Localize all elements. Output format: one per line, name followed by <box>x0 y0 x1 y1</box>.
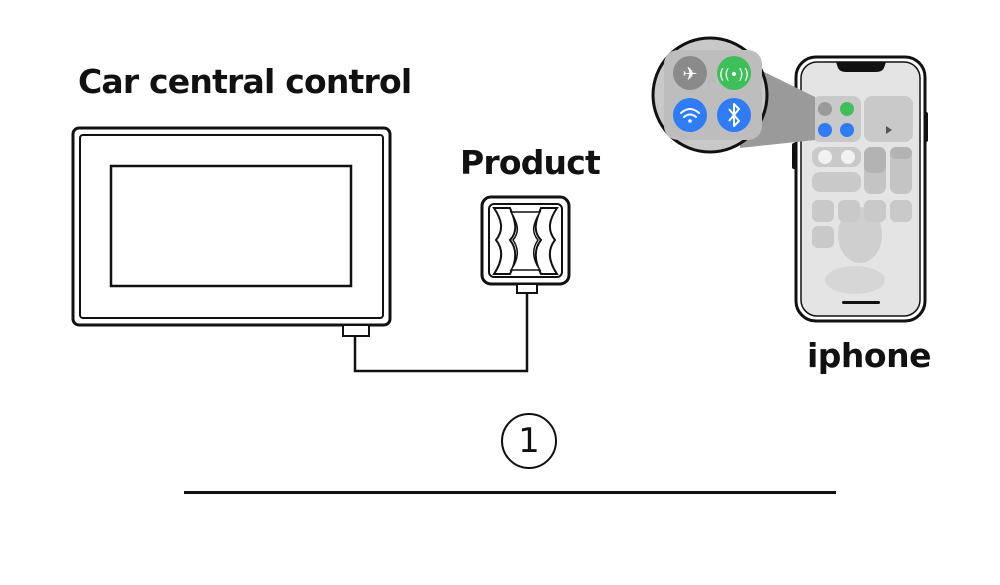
connectivity-tile <box>812 96 861 142</box>
music-tile <box>864 96 913 142</box>
mini-cellular-icon <box>840 102 854 116</box>
car-head-unit <box>71 126 392 337</box>
iphone-device <box>792 55 928 323</box>
divider-line <box>184 491 836 494</box>
car-screen <box>109 164 353 288</box>
home-indicator <box>842 301 880 304</box>
car-central-control-label: Car central control <box>78 62 412 101</box>
control-center-zoom: ✈ ((•)) <box>651 36 815 154</box>
mini-wifi-icon <box>818 123 832 137</box>
usb-cable <box>353 292 529 373</box>
svg-text:((•)): ((•)) <box>719 67 749 83</box>
mini-airplane-icon <box>818 102 832 116</box>
iphone-label: iphone <box>807 336 931 375</box>
product-port <box>516 283 538 294</box>
mini-bluetooth-icon <box>840 123 854 137</box>
airplane-icon <box>673 56 707 90</box>
cellular-icon <box>717 56 751 90</box>
car-usb-port <box>342 324 370 337</box>
iphone-notch <box>836 62 886 72</box>
svg-text:✈: ✈ <box>682 64 697 85</box>
step-number-badge: 1 <box>501 413 557 469</box>
product-label: Product <box>460 143 601 182</box>
product-dongle <box>480 195 571 294</box>
